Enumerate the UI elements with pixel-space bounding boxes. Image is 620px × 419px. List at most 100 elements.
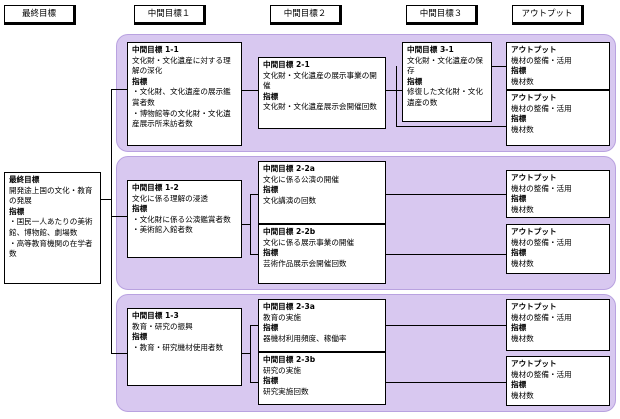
connector bbox=[492, 66, 506, 67]
connector bbox=[111, 216, 127, 217]
output-heading: アウトプット bbox=[511, 227, 557, 236]
goal-body: 研究の実施 bbox=[263, 365, 301, 375]
goal-heading: 中間目標 3-1 bbox=[407, 45, 454, 54]
goal-body: 教育の実施 bbox=[263, 312, 301, 322]
mid-goal-2-2a: 中間目標 2-2a 文化に係る公演の開催 指標 文化講演の回数 bbox=[258, 161, 386, 224]
indicator-text: 機材数 bbox=[511, 258, 534, 268]
output-box-2: アウトプット 機材の整備・活用 指標 機材数 bbox=[506, 90, 610, 146]
indicator-label: 指標 bbox=[511, 323, 527, 333]
indicator-label: 指標 bbox=[132, 332, 148, 342]
goal-heading: 中間目標 2-1 bbox=[263, 60, 310, 69]
connector bbox=[101, 199, 111, 200]
connector bbox=[242, 353, 250, 354]
connector bbox=[111, 353, 127, 354]
output-heading: アウトプット bbox=[511, 93, 557, 102]
goal-body: 文化に係る公演の開催 bbox=[263, 174, 339, 184]
output-heading: アウトプット bbox=[511, 45, 557, 54]
indicator-label: 指標 bbox=[263, 185, 279, 195]
goal-heading: 中間目標 2-3a bbox=[263, 302, 315, 311]
output-body: 機材の整備・活用 bbox=[511, 237, 572, 247]
connector bbox=[250, 254, 258, 255]
output-box-3: アウトプット 機材の整備・活用 指標 機材数 bbox=[506, 170, 610, 218]
output-heading: アウトプット bbox=[511, 173, 557, 182]
final-goal-box: 最終目標 開発途上国の文化・教育の発展 指標 ・国民一人あたりの美術館、博物館、… bbox=[4, 172, 101, 284]
indicator-label: 指標 bbox=[511, 194, 527, 204]
indicator-text: 研究実施回数 bbox=[263, 386, 309, 396]
goal-heading: 中間目標 2-3b bbox=[263, 355, 316, 364]
connector bbox=[250, 382, 258, 383]
indicator-text: ・文化財に係る公演鑑賞者数 ・美術館入館者数 bbox=[132, 214, 231, 235]
indicator-text: 機材数 bbox=[511, 390, 534, 400]
goal-heading: 中間目標 2-2a bbox=[263, 164, 315, 173]
output-body: 機材の整備・活用 bbox=[511, 312, 572, 322]
goal-body: 文化財・文化遺産に対する理解の深化 bbox=[132, 55, 231, 76]
indicator-label: 指標 bbox=[407, 76, 423, 86]
goal-heading: 中間目標 1-2 bbox=[132, 183, 179, 192]
output-heading: アウトプット bbox=[511, 302, 557, 311]
indicator-text: 芸術作品展示会開催回数 bbox=[263, 258, 347, 268]
indicator-label: 指標 bbox=[263, 376, 279, 386]
indicator-label: 指標 bbox=[132, 204, 148, 214]
indicator-label: 指標 bbox=[511, 66, 527, 76]
header-mid3: 中間目標３ bbox=[406, 5, 478, 25]
goal-body: 文化に係る理解の浸透 bbox=[132, 193, 208, 203]
connector bbox=[396, 66, 397, 126]
indicator-text: 文化講演の回数 bbox=[263, 195, 317, 205]
indicator-text: ・文化財、文化遺産の展示鑑賞者数 ・博物館等の文化財・文化遺産展示所来訪者数 bbox=[132, 87, 231, 129]
indicator-text: 機材数 bbox=[511, 124, 534, 134]
connector bbox=[386, 325, 506, 326]
output-body: 機材の整備・活用 bbox=[511, 369, 572, 379]
output-box-1: アウトプット 機材の整備・活用 指標 機材数 bbox=[506, 42, 610, 90]
final-goal-indicators: ・国民一人あたりの美術館、博物館、劇場数 ・高等教育機関の在学者数 bbox=[9, 217, 93, 259]
mid-goal-2-2b: 中間目標 2-2b 文化に係る展示事業の開催 指標 芸術作品展示会開催回数 bbox=[258, 224, 386, 284]
connector bbox=[386, 382, 506, 383]
connector bbox=[386, 194, 506, 195]
connector bbox=[111, 89, 127, 90]
indicator-text: ・教育・研究機材使用者数 bbox=[132, 342, 224, 352]
connector bbox=[250, 325, 251, 382]
connector bbox=[242, 224, 250, 225]
mid-goal-1-2: 中間目標 1-2 文化に係る理解の浸透 指標 ・文化財に係る公演鑑賞者数 ・美術… bbox=[127, 180, 242, 258]
mid-goal-1-1: 中間目標 1-1 文化財・文化遺産に対する理解の深化 指標 ・文化財、文化遺産の… bbox=[127, 42, 242, 146]
indicator-label: 指標 bbox=[511, 380, 527, 390]
indicator-text: 修復した文化財・文化遺産の数 bbox=[407, 87, 483, 107]
mid-goal-1-3: 中間目標 1-3 教育・研究の振興 指標 ・教育・研究機材使用者数 bbox=[127, 308, 242, 386]
indicator-label: 指標 bbox=[263, 323, 279, 333]
goal-body: 文化に係る展示事業の開催 bbox=[263, 237, 355, 247]
header-mid1: 中間目標１ bbox=[134, 5, 206, 25]
output-box-5: アウトプット 機材の整備・活用 指標 機材数 bbox=[506, 299, 610, 351]
connector bbox=[250, 194, 251, 254]
header-mid2: 中間目標２ bbox=[270, 5, 342, 25]
connector bbox=[250, 194, 258, 195]
goal-heading: 中間目標 1-1 bbox=[132, 45, 179, 54]
output-box-6: アウトプット 機材の整備・活用 指標 機材数 bbox=[506, 356, 610, 406]
indicator-text: 機材数 bbox=[511, 204, 534, 214]
indicator-label: 指標 bbox=[511, 114, 527, 124]
output-body: 機材の整備・活用 bbox=[511, 103, 572, 113]
output-heading: アウトプット bbox=[511, 359, 557, 368]
indicator-text: 機材数 bbox=[511, 76, 534, 86]
connector bbox=[250, 325, 258, 326]
output-body: 機材の整備・活用 bbox=[511, 55, 572, 65]
final-goal-heading: 最終目標 bbox=[9, 175, 40, 184]
goal-heading: 中間目標 1-3 bbox=[132, 311, 179, 320]
final-goal-body: 開発途上国の文化・教育の発展 bbox=[9, 185, 93, 206]
connector bbox=[242, 90, 258, 91]
indicator-text: 機材数 bbox=[511, 333, 534, 343]
indicator-label: 指標 bbox=[263, 91, 279, 101]
mid-goal-3-1: 中間目標 3-1 文化財・文化遺産の保存 指標 修復した文化財・文化遺産の数 bbox=[402, 42, 492, 122]
output-body: 機材の整備・活用 bbox=[511, 183, 572, 193]
output-box-4: アウトプット 機材の整備・活用 指標 機材数 bbox=[506, 224, 610, 274]
indicator-label: 指標 bbox=[511, 248, 527, 258]
connector bbox=[386, 254, 506, 255]
header-final: 最終目標 bbox=[4, 5, 76, 25]
connector bbox=[396, 126, 506, 127]
connector bbox=[111, 89, 112, 353]
header-output: アウトプット bbox=[512, 5, 584, 25]
goal-body: 文化財・文化遺産の保存 bbox=[407, 55, 483, 76]
mid-goal-2-3a: 中間目標 2-3a 教育の実施 指標 器機材利用頻度、稼働率 bbox=[258, 299, 386, 352]
mid-goal-2-3b: 中間目標 2-3b 研究の実施 指標 研究実施回数 bbox=[258, 352, 386, 405]
mid-goal-2-1: 中間目標 2-1 文化財・文化遺産の展示事業の開催 指標 文化財・文化遺産展示会… bbox=[258, 57, 386, 129]
indicator-label: 指標 bbox=[263, 248, 279, 258]
goal-body: 文化財・文化遺産の展示事業の開催 bbox=[263, 70, 377, 91]
